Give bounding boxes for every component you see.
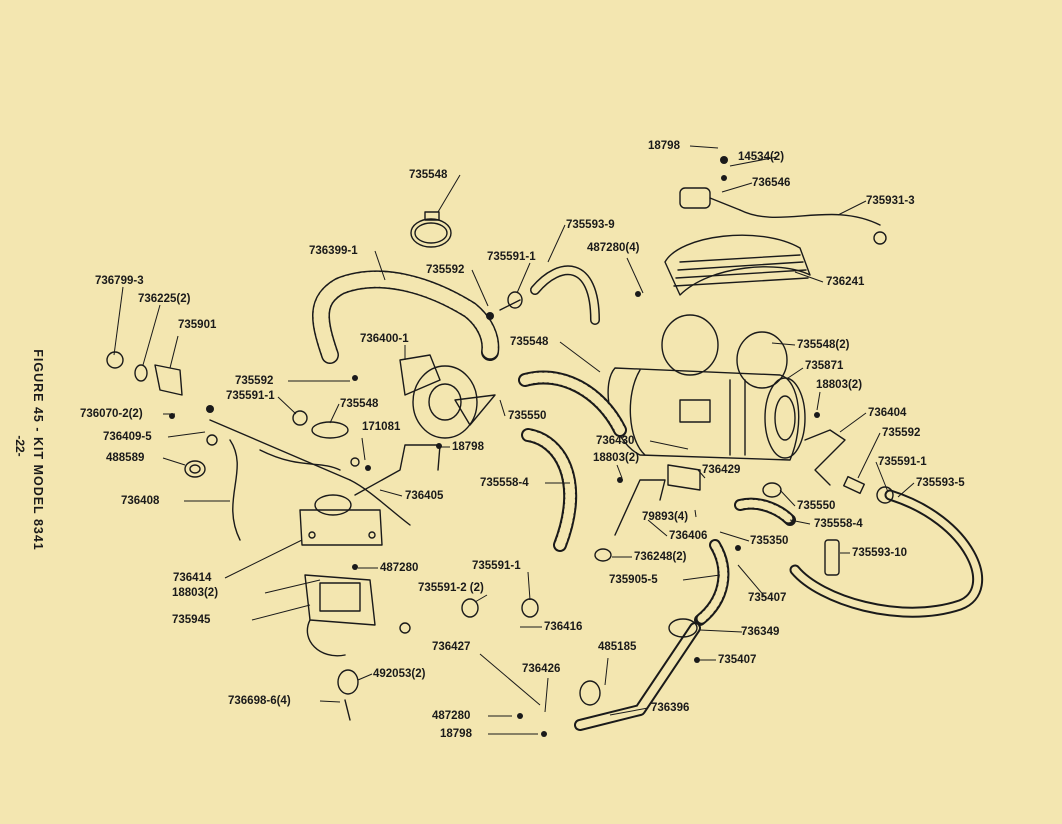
part-label: 735550 [508, 410, 547, 422]
bracket-736405 [354, 444, 441, 496]
part-label: 735558-4 [814, 518, 863, 530]
part-label: 735591-1 [878, 456, 927, 468]
part-label: 735350 [750, 535, 789, 547]
grommet-488589 [184, 460, 206, 478]
fitting-735592-right [843, 475, 894, 504]
bracket-736404 [804, 429, 846, 486]
part-label: 18798 [452, 441, 484, 453]
part-label: 736799-3 [95, 275, 144, 287]
page-number: -22- [13, 435, 27, 457]
part-label: 735407 [718, 654, 757, 666]
part-label: 18803(2) [593, 452, 640, 464]
part-label: 735591-2 (2) [418, 582, 484, 594]
part-label: 487280 [380, 562, 419, 574]
part-label: 487280 [432, 710, 471, 722]
corrugated-hose-735558-4-right [734, 497, 796, 526]
part-label: 735548(2) [797, 339, 850, 351]
igniter-736546 [679, 187, 887, 245]
part-label: 736409-5 [103, 431, 152, 443]
part-label: 736430 [596, 435, 635, 447]
part-label: 735593-9 [566, 219, 615, 231]
part-label: 736248(2) [634, 551, 687, 563]
hose-735593-5 [789, 489, 983, 618]
part-label: 736406 [669, 530, 708, 542]
fan-assembly-736400-1 [399, 354, 496, 439]
hose-735593-9 [530, 265, 600, 325]
heater-cover-736241 [664, 234, 811, 296]
part-label: 18798 [648, 140, 680, 152]
part-label: 487280(4) [587, 242, 640, 254]
part-label: 492053(2) [373, 668, 426, 680]
part-label: 18803(2) [816, 379, 863, 391]
hose-clamps-735548-2 [661, 314, 788, 389]
part-label: 14534(2) [738, 151, 785, 163]
part-label: 736225(2) [138, 293, 191, 305]
part-label: 488589 [106, 452, 145, 464]
part-label: 735592 [882, 427, 921, 439]
housing-735945 [304, 574, 411, 657]
part-label: 736416 [544, 621, 583, 633]
part-label: 735548 [340, 398, 379, 410]
part-label: 735407 [748, 592, 787, 604]
mounting-plate-736414 [299, 494, 383, 546]
part-label: 735591-1 [226, 390, 275, 402]
part-label: 735931-3 [866, 195, 915, 207]
part-label: 735905-5 [609, 574, 658, 586]
part-label: 736408 [121, 495, 160, 507]
figure-caption: FIGURE 45 - KIT MODEL 8341 [31, 349, 45, 551]
part-label: 736399-1 [309, 245, 358, 257]
part-label: 735871 [805, 360, 844, 372]
part-label: 735548 [409, 169, 448, 181]
part-label: 736405 [405, 490, 444, 502]
part-label: 736426 [522, 663, 561, 675]
part-label: 735593-10 [852, 547, 907, 559]
part-label: 736349 [741, 626, 780, 638]
part-label: 735550 [797, 500, 836, 512]
part-label: 736429 [702, 464, 741, 476]
tube-736396 [574, 622, 701, 731]
part-label: 18798 [440, 728, 472, 740]
part-label: 735548 [510, 336, 549, 348]
part-label: 735591-1 [472, 560, 521, 572]
hose-clamp-735548-top [410, 211, 452, 248]
part-label: 79893(4) [642, 511, 689, 523]
part-label: 735592 [426, 264, 465, 276]
part-label: 736070-2(2) [80, 408, 143, 420]
part-label: 736698-6(4) [228, 695, 291, 707]
part-label: 171081 [362, 421, 401, 433]
part-label: 735558-4 [480, 477, 529, 489]
part-label: 736546 [752, 177, 791, 189]
part-label: 735592 [235, 375, 274, 387]
part-label: 735945 [172, 614, 211, 626]
part-label: 736400-1 [360, 333, 409, 345]
part-label: 736414 [173, 572, 212, 584]
wiring-harness-736408 [206, 419, 411, 541]
part-label: 735593-5 [916, 477, 965, 489]
corrugated-hose-735558-4 [518, 370, 627, 552]
part-label: 736396 [651, 702, 690, 714]
part-label: 485185 [598, 641, 637, 653]
part-label: 18803(2) [172, 587, 219, 599]
corrugated-hose-736399-1 [312, 270, 500, 364]
part-label: 736404 [868, 407, 907, 419]
heater-body-735871 [607, 367, 806, 461]
bracket-736406 [614, 464, 701, 536]
part-label: 736427 [432, 641, 471, 653]
part-label: 735591-1 [487, 251, 536, 263]
flex-hose-735905-5 [694, 539, 730, 626]
part-label: 736241 [826, 276, 865, 288]
part-label: 735901 [178, 319, 217, 331]
hose-735593-10 [824, 539, 840, 576]
